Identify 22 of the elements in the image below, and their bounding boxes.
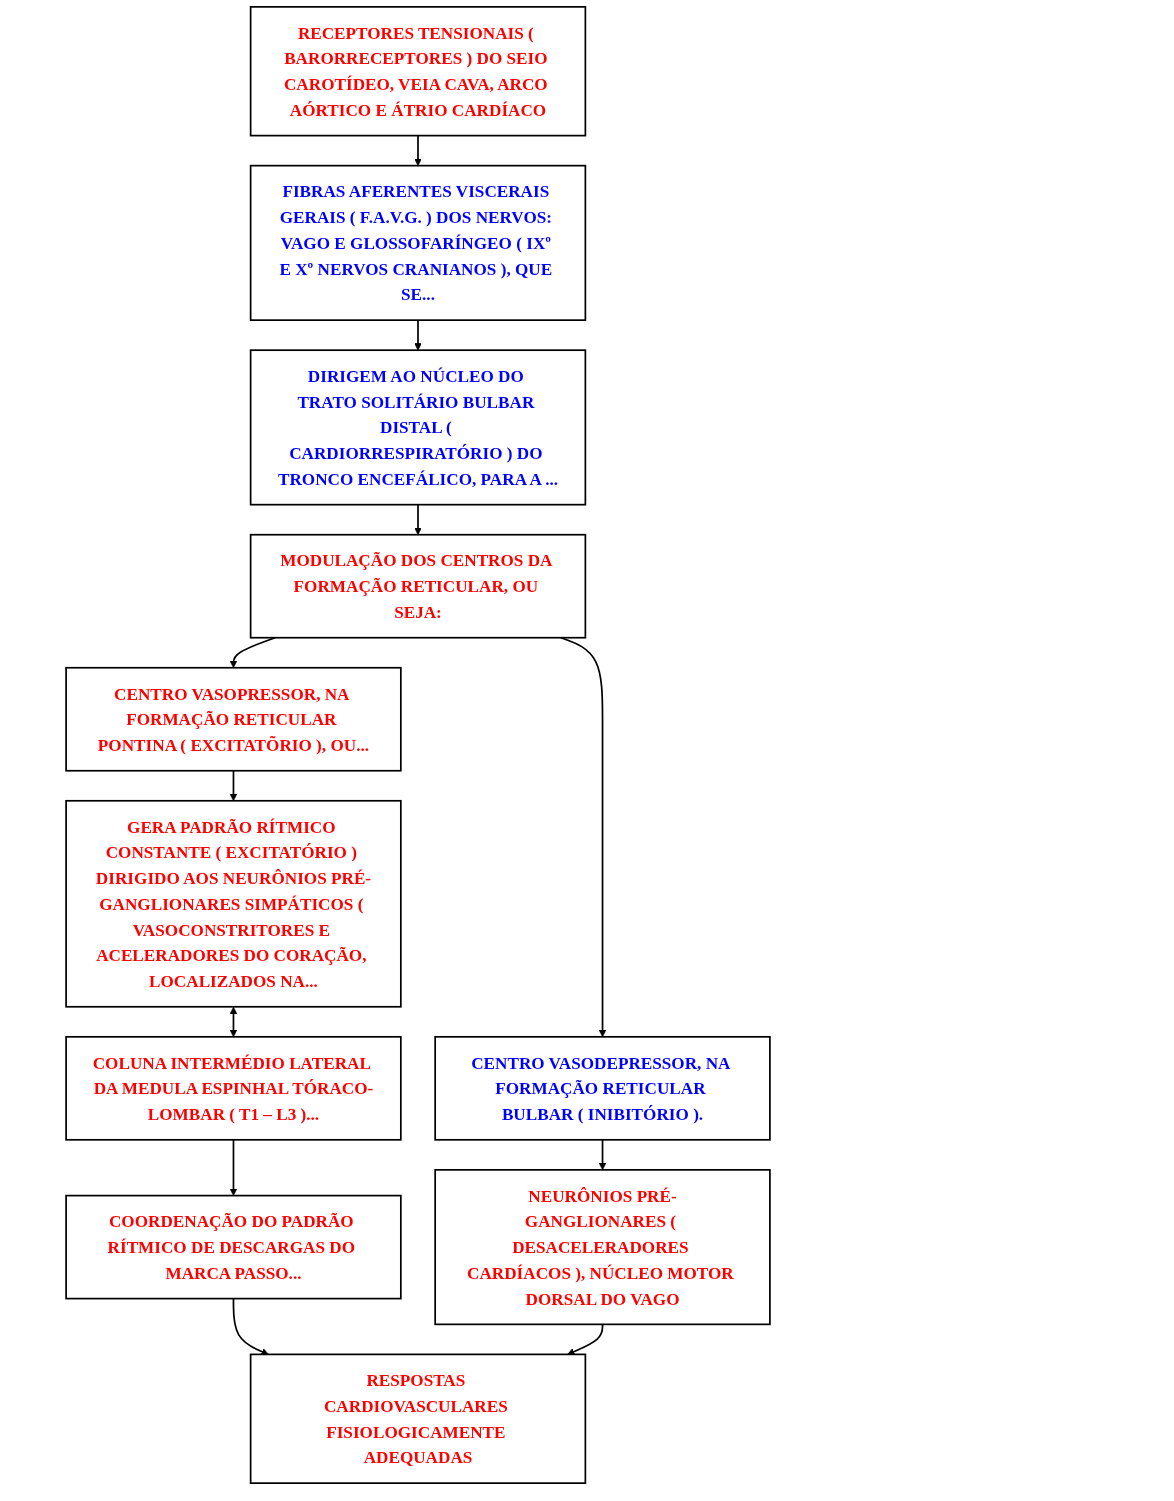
arrow bbox=[598, 1138, 607, 1171]
arrow bbox=[229, 769, 238, 802]
arrow bbox=[567, 1323, 604, 1356]
node-box: NEURÔNIOS PRÉ-GANGLIONARES ( DESACELERADORES CARDÍACOS ), NÚCLEO MOTOR DORSAL DO VAGO bbox=[434, 1169, 771, 1326]
node-box: MODULAÇÃO DOS CENTROS DA FORMAÇÃO RETICULAR, OU SEJA: bbox=[249, 533, 587, 639]
arrow bbox=[229, 1138, 238, 1196]
arrow bbox=[414, 134, 422, 166]
node-box: COORDENAÇÃO DO PADRÃO RÍTMICO DE DESCARGAS DO MARCA PASSO... bbox=[65, 1194, 402, 1300]
arrow bbox=[229, 636, 276, 669]
node-box: CENTRO VASOPRESSOR, NA FORMAÇÃO RETICULAR PONTINA ( EXCITATÕRIO ), OU... bbox=[65, 666, 402, 772]
arrow bbox=[229, 1006, 238, 1038]
arrow bbox=[414, 319, 422, 351]
node-box: RESPOSTAS CARDIOVASCULARES FISIOLOGICAMENTE ADEQUADAS bbox=[249, 1353, 587, 1484]
node-box: FIBRAS AFERENTES VISCERAIS GERAIS ( F.A.V.G. ) DOS NERVOS: VAGO E GLOSSOFARÍNGEO ( IXº E Xº NERVOS CRANIANOS ), QUE SE... bbox=[249, 164, 587, 321]
node-box: GERA PADRÃO RÍTMICO CONSTANTE ( EXCITATÓRIO ) DIRIGIDO AOS NEURÔNIOS PRÉ-GANGLIONARES SIMPÁTICOS ( VASOCONSTRITORES E ACELERADORES DO CORAÇÃO, LOCALIZADOS NA... bbox=[65, 799, 402, 1008]
arrow bbox=[414, 503, 422, 536]
node-box: DIRIGEM AO NÚCLEO DO TRATO SOLITÁRIO BULBAR DISTAL ( CARDIORRESPIRATÓRIO ) DO TRONCO ENCEFÁLICO, PARA A ... bbox=[249, 349, 587, 506]
node-box: RECEPTORES TENSIONAIS ( BARORRECEPTORES ) DO SEIO CAROTÍDEO, VEIA CAVA, ARCO AÓRTICO E ÁTRIO CARDÍACO bbox=[249, 6, 587, 137]
node-box: COLUNA INTERMÉDIO LATERAL DA MEDULA ESPINHAL TÓRACO-LOMBAR ( T1 – L3 )... bbox=[65, 1035, 402, 1141]
arrow bbox=[232, 1297, 269, 1356]
arrow bbox=[560, 636, 607, 1038]
node-box: CENTRO VASODEPRESSOR, NA FORMAÇÃO RETICULAR BULBAR ( INIBITÓRIO ). bbox=[434, 1035, 771, 1141]
